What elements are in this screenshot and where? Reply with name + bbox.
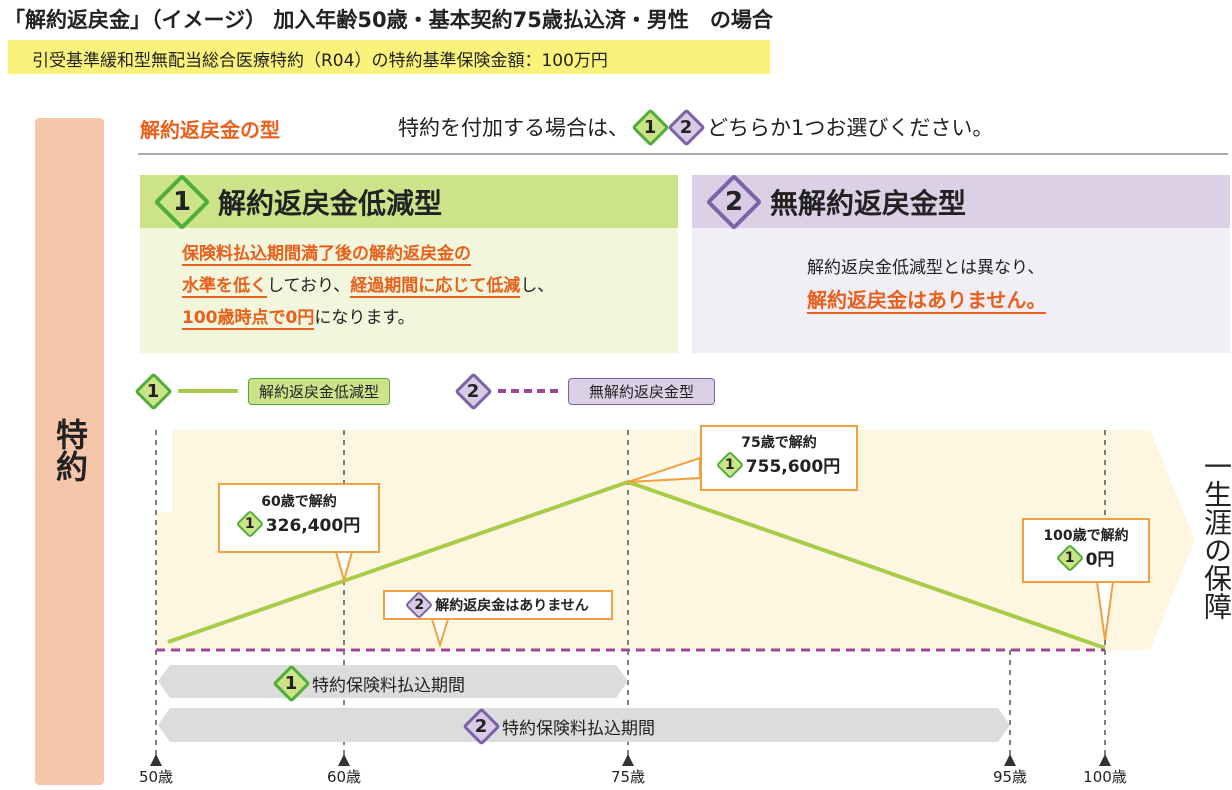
option1-box: 1 解約返戻金低減型 保険料払込期間満了後の解約返戻金の 水準を低くしており、経過…	[140, 175, 678, 353]
age-label: 95歳	[992, 768, 1028, 786]
side-label-panel: 特約	[35, 118, 104, 785]
age-label: 75歳	[610, 768, 646, 786]
age-label: 100歳	[1083, 768, 1127, 786]
page-title: 「解約返戻金」（イメージ） 加入年齢50歳・基本契約75歳払込済・男性 の場合	[4, 8, 773, 32]
option2-box: 2 無解約返戻金型 解約返戻金低減型とは異なり、 解約返戻金はありません。	[692, 175, 1230, 353]
option1-diamond-icon: 1	[635, 112, 665, 142]
choose-instruction: 特約を付加する場合は、 1 2 どちらか1つお選びください。	[398, 112, 993, 142]
legend-option2: 2 無解約返戻金型	[458, 376, 716, 406]
legend-option1: 1 解約返戻金低減型	[138, 376, 391, 406]
side-label: 特約	[51, 418, 89, 482]
option1-title: 解約返戻金低減型	[218, 186, 443, 220]
age-label: 50歳	[138, 768, 174, 786]
option2-description: 解約返戻金低減型とは異なり、 解約返戻金はありません。	[807, 258, 1047, 314]
solid-line-swatch	[178, 389, 238, 393]
rider-subtitle: 引受基準緩和型無配当総合医療特約（R04）の特約基準保険金額：100万円	[8, 40, 770, 74]
option1-description: 保険料払込期間満了後の解約返戻金の 水準を低くしており、経過期間に応じて低減し、…	[182, 244, 555, 330]
choose-post: どちらか1つお選びください。	[707, 116, 994, 140]
option2-title: 無解約返戻金型	[770, 186, 967, 220]
choose-pre: 特約を付加する場合は、	[398, 116, 629, 140]
type-label: 解約返戻金の型	[140, 118, 280, 142]
period-bar-2	[158, 708, 1010, 742]
dashed-line-swatch	[498, 389, 558, 393]
age-label: 60歳	[326, 768, 362, 786]
option2-diamond-icon: 2	[671, 112, 701, 142]
option2-diamond-icon: 2	[712, 180, 756, 224]
lifetime-coverage-label: 一生涯の保障	[1200, 452, 1232, 620]
option1-diamond-icon: 1	[160, 180, 204, 224]
divider	[138, 153, 1228, 155]
